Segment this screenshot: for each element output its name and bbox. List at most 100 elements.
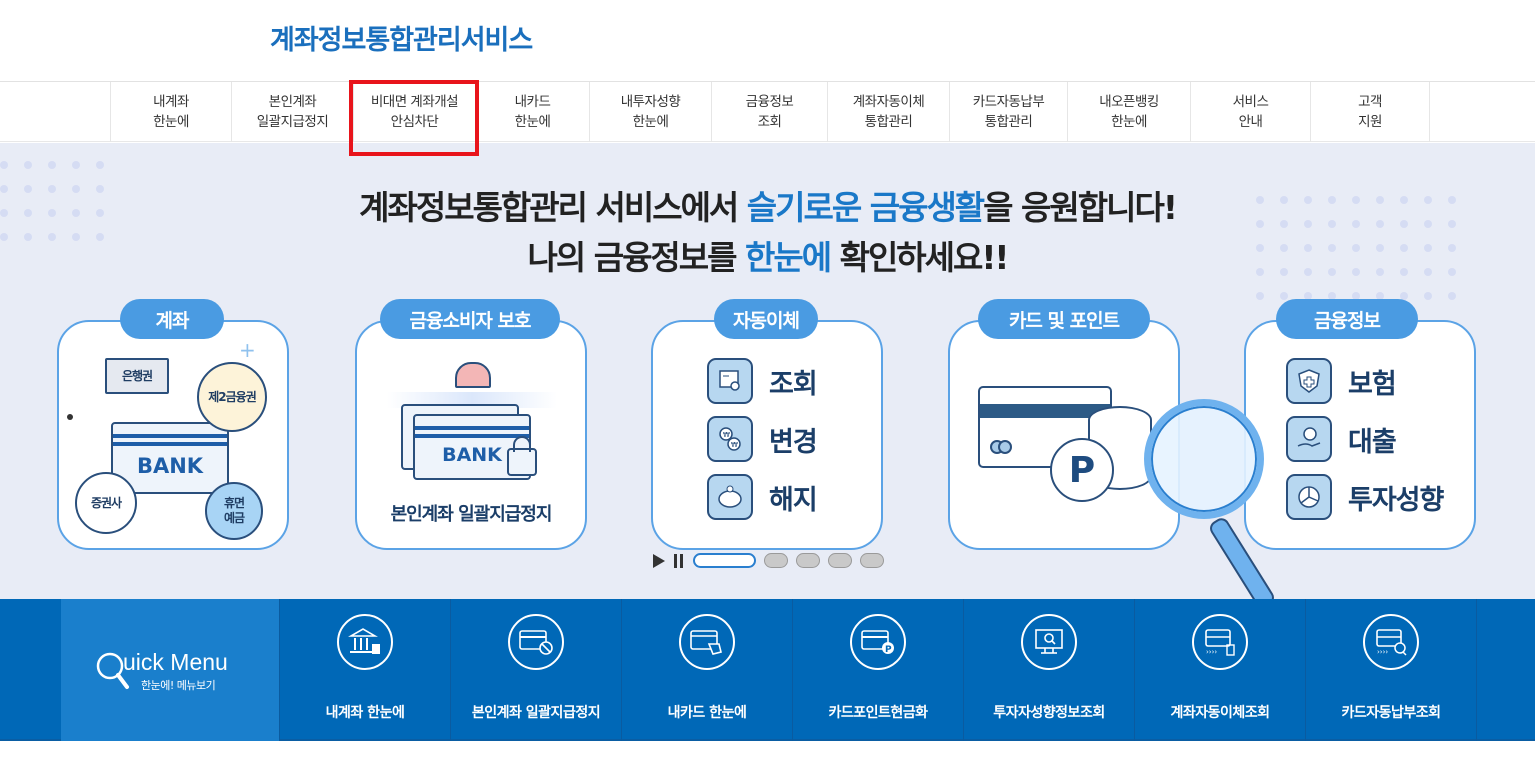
- card-caption: 본인계좌 일괄지급정지: [390, 504, 553, 525]
- slide-indicator-4[interactable]: [828, 553, 852, 568]
- card-consumer-protection[interactable]: BANK 본인계좌 일괄지급정지: [355, 320, 587, 550]
- bubble-dormant-deposit: 휴면 예금: [205, 482, 263, 540]
- site-logo[interactable]: 계좌정보통합관리서비스: [270, 25, 533, 56]
- card-tag-account: 계좌: [120, 299, 224, 339]
- svg-text:₩: ₩: [723, 431, 730, 439]
- svg-text:P: P: [885, 645, 892, 655]
- quick-item-payment-stop[interactable]: 본인계좌 일괄지급정지: [450, 599, 621, 741]
- card-financial-info[interactable]: 보험 대출 투자성향: [1244, 320, 1476, 550]
- quick-item-my-account[interactable]: 내계좌 한눈에: [279, 599, 450, 741]
- nav-label: 안심차단: [390, 114, 439, 130]
- bubble-securities: 증권사: [75, 472, 137, 534]
- card-card-points[interactable]: P: [948, 320, 1180, 550]
- monitor-search-icon: [1021, 614, 1077, 670]
- page-footer-space: [0, 743, 1535, 761]
- quick-item-my-card[interactable]: 내카드 한눈에: [621, 599, 792, 741]
- lock-icon: [507, 436, 537, 476]
- svg-text:››››: ››››: [1206, 648, 1217, 656]
- slide-indicator-2[interactable]: [764, 553, 788, 568]
- card-tag-financial-info: 금융정보: [1276, 299, 1418, 339]
- item-insurance: 보험: [1286, 358, 1397, 404]
- card-auto-transfer[interactable]: 조회 ₩₩ 변경 해지: [651, 320, 883, 550]
- piggy-bank-icon: [707, 474, 753, 520]
- decor-dots-right: [1256, 196, 1472, 300]
- nav-label: 본인계좌: [268, 94, 317, 110]
- nav-label: 서비스: [1232, 94, 1269, 110]
- svg-text:₩: ₩: [731, 441, 738, 449]
- quick-item-investment-info[interactable]: 투자자성향정보조회: [963, 599, 1134, 741]
- bank-card-illustration: BANK: [111, 422, 229, 494]
- pause-button[interactable]: [673, 553, 685, 568]
- alarm-siren-icon: [455, 362, 491, 388]
- card-tag-auto-transfer: 자동이체: [714, 299, 818, 339]
- quick-item-card-point-cash[interactable]: P 카드포인트현금화: [792, 599, 963, 741]
- item-inquiry: 조회: [707, 358, 818, 404]
- nav-label: 지원: [1358, 114, 1382, 130]
- card-account[interactable]: BANK 은행권 제2금융권 증권사 휴면 예금 +: [57, 320, 289, 550]
- nav-label: 일괄지급정지: [256, 114, 329, 130]
- nav-label: 통합관리: [864, 114, 913, 130]
- nav-label: 고객: [1358, 94, 1382, 110]
- item-change: ₩₩ 변경: [707, 416, 818, 462]
- nav-label: 내투자성향: [620, 94, 681, 110]
- item-loan: 대출: [1286, 416, 1397, 462]
- bubble-bank: 은행권: [105, 358, 169, 394]
- hero-headline-2: 나의 금융정보를 한눈에 확인하세요!!: [527, 238, 1010, 277]
- play-button[interactable]: [653, 553, 665, 568]
- decor-dot: [67, 414, 73, 420]
- header: 계좌정보통합관리서비스: [0, 0, 1535, 82]
- card-point-icon: P: [850, 614, 906, 670]
- magnifier-icon: [1144, 399, 1264, 519]
- svg-text:››››: ››››: [1377, 648, 1388, 656]
- card-tag-card-points: 카드 및 포인트: [978, 299, 1150, 339]
- card-block-icon: [508, 614, 564, 670]
- point-coin-icon: P: [1050, 438, 1114, 502]
- bubble-second-tier: 제2금융권: [197, 362, 267, 432]
- nav-label: 금융정보: [745, 94, 794, 110]
- nav-label: 안내: [1238, 114, 1263, 130]
- nav-label: 계좌자동이체: [852, 94, 925, 110]
- slide-indicator-5[interactable]: [860, 553, 884, 568]
- quick-menu-title[interactable]: uick Menu 한눈에! 메뉴보기: [61, 599, 279, 741]
- nav-label: 한눈에: [514, 114, 551, 130]
- quick-menu: uick Menu 한눈에! 메뉴보기 내계좌 한눈에 본인계좌 일괄지급정지 …: [0, 599, 1535, 741]
- nav-label: 비대면 계좌개설: [370, 94, 459, 110]
- nav-label: 내계좌: [153, 94, 189, 110]
- hero-headline-1: 계좌정보통합관리 서비스에서 슬기로운 금융생활을 응원합니다!: [359, 188, 1178, 227]
- card-hand-icon: [679, 614, 735, 670]
- item-cancel: 해지: [707, 474, 818, 520]
- quick-menu-edge: [1476, 599, 1535, 741]
- card-tag-consumer-protection: 금융소비자 보호: [380, 299, 560, 339]
- slider-controls: [653, 553, 884, 568]
- quick-item-account-autotransfer[interactable]: ›››› 계좌자동이체조회: [1134, 599, 1305, 741]
- document-search-icon: [707, 358, 753, 404]
- quick-menu-title-text: uick Menu: [123, 649, 228, 675]
- search-icon: [96, 652, 129, 689]
- slide-indicator-1[interactable]: [693, 553, 756, 568]
- nav-label: 통합관리: [984, 114, 1033, 130]
- nav-label: 내카드: [514, 94, 551, 110]
- item-investment-profile: 투자성향: [1286, 474, 1444, 520]
- nav-label: 내오픈뱅킹: [1099, 94, 1159, 110]
- nav-label: 한눈에: [1111, 114, 1147, 130]
- hand-coin-icon: [1286, 416, 1332, 462]
- nav-label: 한눈에: [632, 114, 669, 130]
- shield-plus-icon: [1286, 358, 1332, 404]
- bank-building-icon: [337, 614, 393, 670]
- slide-indicator-3[interactable]: [796, 553, 820, 568]
- pie-chart-icon: [1286, 474, 1332, 520]
- quick-item-card-autopay[interactable]: ›››› 카드자동납부조회: [1305, 599, 1476, 741]
- won-exchange-icon: ₩₩: [707, 416, 753, 462]
